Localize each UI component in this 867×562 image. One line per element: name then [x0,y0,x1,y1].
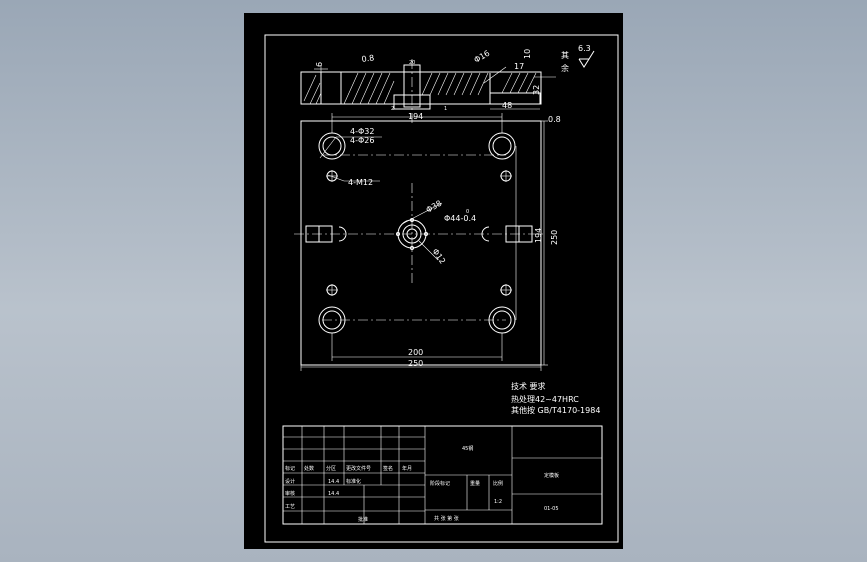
cad-drawing: 6 0.8 20 Φ16 17 10 32 48 2 1 其 余 6.3 [264,34,619,543]
thread-label-m12: 4-M12 [348,178,373,187]
title-block [282,425,603,525]
dim-1: 1 [444,106,447,112]
part-name: 定模板 [544,472,559,479]
date-2: 14.4 [328,491,339,497]
hole-label-phi26: 4-Φ26 [350,136,374,145]
drawing-frame [264,34,619,543]
approve-label: 批准 [358,516,368,523]
date-1: 14.4 [328,479,339,485]
row-label-sign: 签名 [383,465,393,472]
screw-hole-tl [326,170,338,182]
center-dim-phi44: Φ44-0.4 [444,214,476,223]
review-label: 审核 [285,490,295,497]
roughness-other-label-2: 余 [561,63,569,73]
roughness-other-label: 其 [561,51,569,60]
row-label-date: 年月 [402,465,412,472]
plate-outline [300,120,542,366]
dim-0.8-corner: 0.8 [548,115,561,124]
dim-32: 32 [532,85,541,95]
scale-label: 比例 [493,480,503,487]
sheet-info: 共 张 第 张 [434,515,459,522]
dim-48: 48 [502,101,512,110]
dim-20: 20 [409,60,415,66]
dim-250-bottom: 250 [408,359,423,368]
sprue-bushing [396,202,443,261]
screw-hole-br [500,284,512,296]
material-mark: 45钢 [462,445,473,452]
screw-hole-bl [326,284,338,296]
center-dim-phi12: Φ12 [430,247,447,266]
dim-2: 2 [391,106,394,112]
hole-label-phi32: 4-Φ32 [350,127,374,136]
section-hatch [343,72,537,105]
row-label-count: 处数 [304,465,314,472]
row-label-change-doc: 更改文件号 [346,465,371,472]
notes-line-1: 热处理42~47HRC [511,394,579,404]
screw-hole-tr [500,170,512,182]
drawing-sheet: 6 0.8 20 Φ16 17 10 32 48 2 1 其 余 6.3 [244,13,623,549]
dim-6: 6 [315,62,324,67]
dim-17: 17 [514,62,524,71]
dim-250-right: 250 [550,230,559,245]
designer-label: 设计 [285,478,295,485]
roughness-symbol [578,50,595,68]
dim-194-top: 194 [408,112,423,121]
section-view [300,59,556,123]
standard-label: 标准化 [346,478,361,485]
scale-value: 1:2 [494,499,502,505]
guide-hole-tr [488,132,516,160]
side-pin-left [305,225,347,243]
notes-line-2: 其他按 GB/T4170-1984 [511,405,600,415]
process-label: 工艺 [285,504,295,510]
weight-label: 重量 [470,480,480,487]
side-pin-right [481,225,533,243]
dim-194-right: 194 [534,228,543,243]
dim-200-bottom: 200 [408,348,423,357]
dim-10: 10 [523,49,532,59]
center-dim-0: 0 [466,209,469,215]
plan-view [294,113,548,371]
notes-title: 技术 要求 [511,381,546,391]
row-label-mark: 标记 [285,465,295,472]
stage-mark-label: 阶段标记 [430,480,450,487]
roughness-value: 6.3 [578,44,591,53]
center-dim-phi38: Φ38 [425,199,444,215]
dim-phi16: Φ16 [473,49,492,65]
drawing-number: 01-05 [544,506,559,512]
row-label-zone: 分区 [326,465,336,472]
dim-0.8: 0.8 [361,53,375,64]
